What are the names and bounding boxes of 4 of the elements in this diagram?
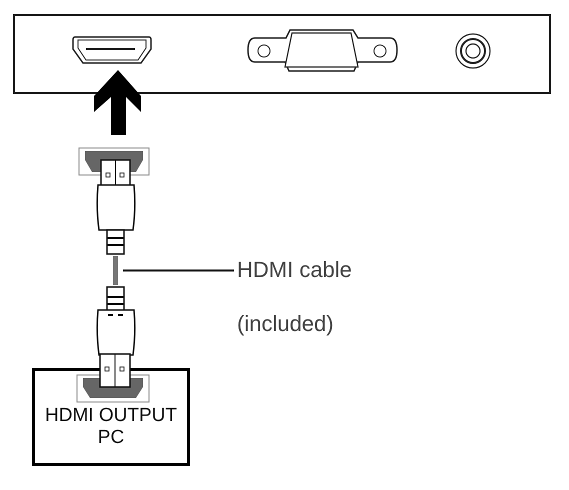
- cable: [113, 256, 118, 285]
- device-label: HDMI OUTPUT PC: [44, 405, 178, 449]
- leader-line: [123, 270, 234, 272]
- cable-label: HDMI cable (included): [237, 243, 387, 351]
